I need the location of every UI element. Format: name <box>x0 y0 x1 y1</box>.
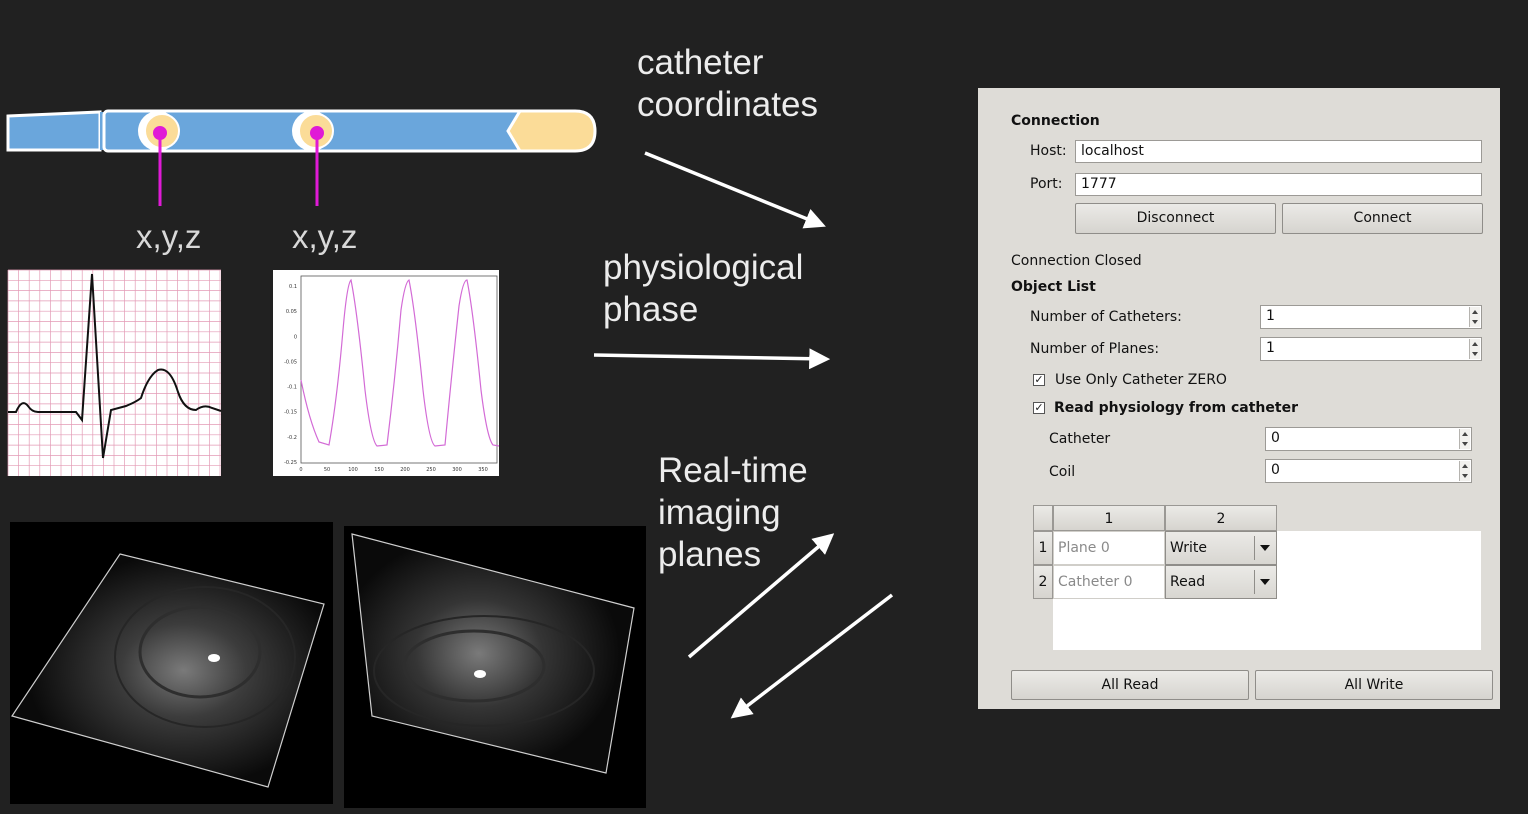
label-line: catheter <box>637 43 764 82</box>
x-tick-label: 300 <box>452 467 462 473</box>
spinner-arrows-icon[interactable] <box>1469 339 1480 359</box>
coil-value: 0 <box>1271 462 1280 478</box>
label-catheter-coordinates: catheter coordinates <box>637 42 818 126</box>
row-header-2[interactable]: 2 <box>1033 565 1053 599</box>
label-line: Real-time <box>658 451 808 490</box>
disconnect-button[interactable]: Disconnect <box>1075 203 1276 234</box>
ecg-trace <box>8 273 222 459</box>
ecg-plot <box>7 269 222 476</box>
host-label: Host: <box>1030 143 1067 159</box>
table-cell-name[interactable]: Plane 0 <box>1053 531 1165 565</box>
mri-image-1 <box>10 522 333 804</box>
arrow-coordinates <box>644 151 826 229</box>
column-header-2[interactable]: 2 <box>1165 505 1277 531</box>
respiration-trace <box>300 278 500 447</box>
chevron-down-icon[interactable] <box>1260 579 1270 585</box>
catheter-spinbox[interactable]: 0 <box>1265 427 1472 451</box>
label-line: physiological <box>603 248 804 287</box>
table-cell-name[interactable]: Catheter 0 <box>1053 565 1165 599</box>
arrow-planes-out <box>730 593 894 719</box>
spinner-arrows-icon[interactable] <box>1459 461 1470 481</box>
coil-spinbox[interactable]: 0 <box>1265 459 1472 483</box>
x-tick-label: 0 <box>299 467 302 473</box>
object-list-title: Object List <box>1011 279 1096 295</box>
y-tick-label: 0 <box>294 334 297 340</box>
coil-2 <box>292 111 334 151</box>
label-line: phase <box>603 290 699 329</box>
num-planes-value: 1 <box>1266 340 1275 356</box>
use-only-zero-checkbox[interactable]: ✓ <box>1033 373 1045 386</box>
num-catheters-spinbox[interactable]: 1 <box>1260 305 1482 329</box>
coil-1 <box>138 111 180 151</box>
arrow-phase <box>593 348 831 370</box>
all-read-button[interactable]: All Read <box>1011 670 1249 700</box>
connection-title: Connection <box>1011 113 1100 129</box>
x-tick-label: 350 <box>478 467 488 473</box>
y-tick-label: 0.05 <box>286 309 297 315</box>
x-tick-label: 250 <box>426 467 436 473</box>
label-line: coordinates <box>637 85 818 124</box>
num-planes-label: Number of Planes: <box>1030 341 1160 357</box>
spinner-arrows-icon[interactable] <box>1459 429 1470 449</box>
catheter-diagram <box>6 109 597 206</box>
xyz-label-2: x,y,z <box>292 218 358 255</box>
y-tick-label: -0.15 <box>284 410 297 416</box>
all-write-button[interactable]: All Write <box>1255 670 1493 700</box>
label-physiological-phase: physiological phase <box>603 247 803 331</box>
mode-dropdown-value: Read <box>1170 574 1206 590</box>
use-only-zero-label: Use Only Catheter ZERO <box>1055 372 1227 388</box>
read-physio-label: Read physiology from catheter <box>1054 400 1298 416</box>
mode-dropdown-1[interactable]: Write <box>1165 531 1277 565</box>
y-tick-label: -0.1 <box>287 385 297 391</box>
chevron-down-icon[interactable] <box>1260 545 1270 551</box>
catheter-label: Catheter <box>1049 431 1111 447</box>
label-realtime-imaging-planes: Real-time imaging planes <box>658 450 808 576</box>
port-input[interactable]: 1777 <box>1075 173 1482 196</box>
connect-button[interactable]: Connect <box>1282 203 1483 234</box>
port-label: Port: <box>1030 176 1063 192</box>
num-catheters-value: 1 <box>1266 308 1275 324</box>
num-planes-spinbox[interactable]: 1 <box>1260 337 1482 361</box>
label-line: planes <box>658 535 762 574</box>
column-header-1[interactable]: 1 <box>1053 505 1165 531</box>
xyz-label-1: x,y,z <box>136 218 202 255</box>
y-tick-label: 0.1 <box>289 284 297 290</box>
arrow-planes-in <box>687 533 835 659</box>
label-line: imaging <box>658 493 781 532</box>
spinner-arrows-icon[interactable] <box>1469 307 1480 327</box>
mode-dropdown-value: Write <box>1170 540 1207 556</box>
catheter-tip <box>506 109 597 153</box>
connection-status: Connection Closed <box>1011 253 1142 269</box>
y-tick-label: -0.25 <box>284 460 297 466</box>
mri-image-2 <box>344 526 646 808</box>
num-catheters-label: Number of Catheters: <box>1030 309 1182 325</box>
connection-panel: Connection Host: localhost Port: 1777 Di… <box>978 88 1500 709</box>
x-tick-label: 200 <box>400 467 410 473</box>
table-corner <box>1033 505 1053 531</box>
host-input[interactable]: localhost <box>1075 140 1482 163</box>
mode-dropdown-2[interactable]: Read <box>1165 565 1277 599</box>
read-physio-checkbox[interactable]: ✓ <box>1033 401 1045 414</box>
coil-label: Coil <box>1049 464 1076 480</box>
row-header-1[interactable]: 1 <box>1033 531 1053 565</box>
object-table: 1 2 1 Plane 0 Write 2 Catheter 0 Read <box>1033 505 1481 650</box>
y-tick-label: -0.05 <box>284 359 297 365</box>
x-tick-label: 100 <box>348 467 358 473</box>
catheter-value: 0 <box>1271 430 1280 446</box>
x-tick-label: 50 <box>324 467 330 473</box>
respiration-plot: 0.1 0.05 0 -0.05 -0.1 -0.15 -0.2 -0.25 0 50 100 15… <box>273 270 500 476</box>
x-tick-label: 150 <box>374 467 384 473</box>
y-tick-label: -0.2 <box>287 435 297 441</box>
